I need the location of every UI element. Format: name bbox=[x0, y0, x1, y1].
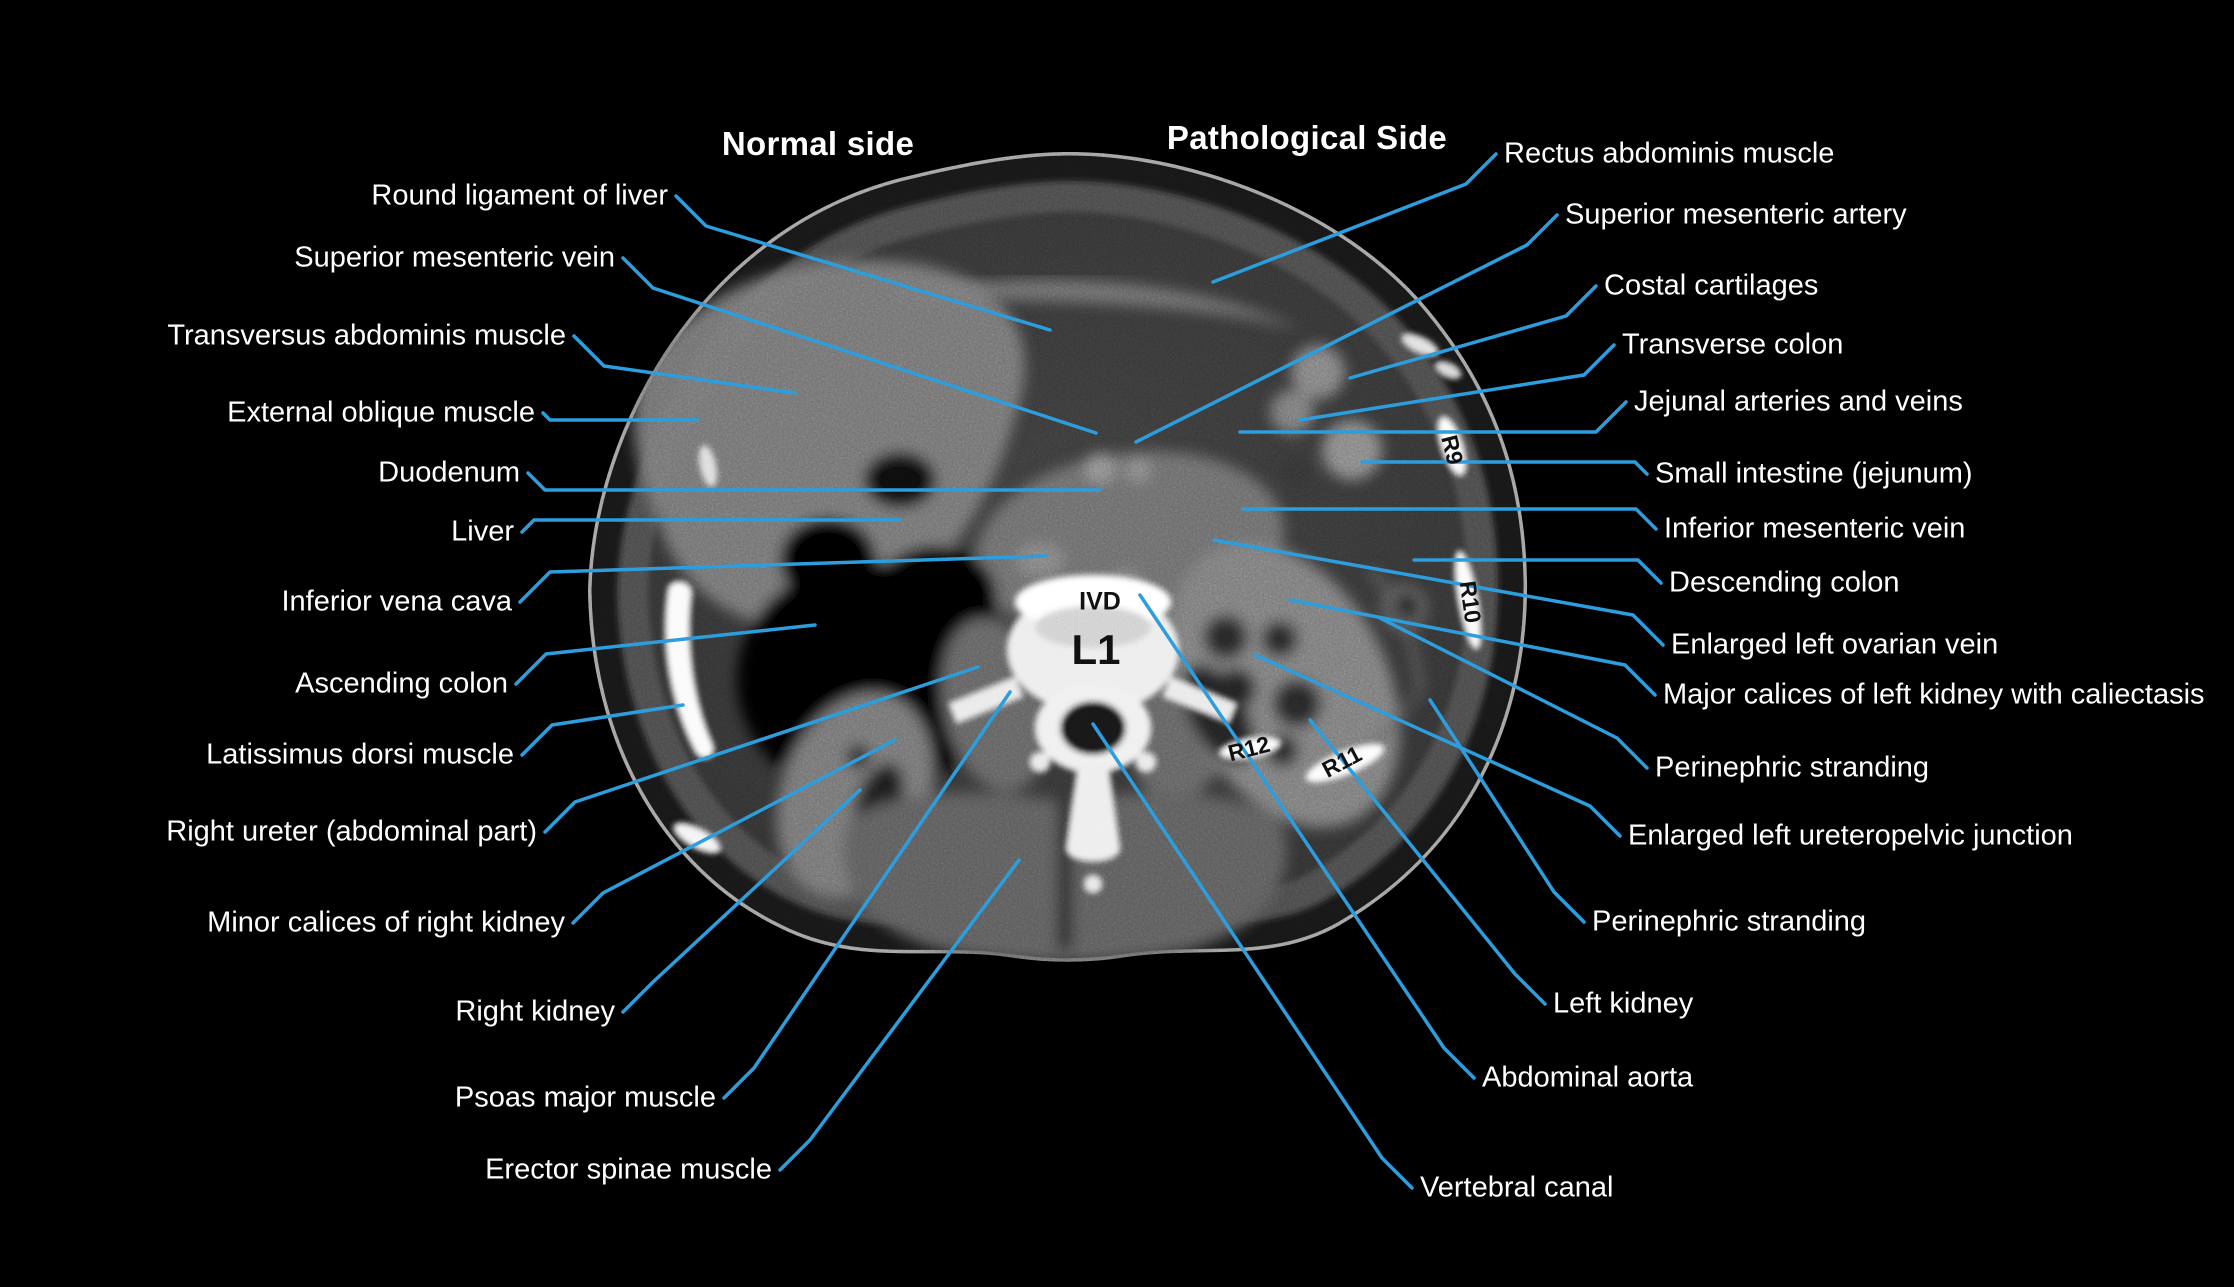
annotation-label: Enlarged left ovarian vein bbox=[1671, 628, 1999, 661]
leader-line bbox=[1134, 213, 1559, 444]
leader-line bbox=[722, 690, 1012, 1100]
annotation-label: Vertebral canal bbox=[1420, 1171, 1614, 1204]
annotation-label: Transversus abdominis muscle bbox=[167, 319, 566, 352]
annotation-label: Perinephric stranding bbox=[1655, 751, 1930, 784]
leader-line bbox=[621, 788, 862, 1014]
annotation-label: Left kidney bbox=[1553, 987, 1694, 1020]
leader-line bbox=[1212, 538, 1665, 647]
leader-line bbox=[572, 334, 797, 395]
annotation-label: Abdominal aorta bbox=[1482, 1061, 1694, 1094]
leader-line bbox=[621, 256, 1098, 435]
annotation-label: Liver bbox=[451, 515, 514, 548]
leader-line bbox=[1378, 616, 1649, 770]
leader-line bbox=[543, 665, 980, 834]
leader-line bbox=[1288, 598, 1657, 697]
annotation-label: Jejunal arteries and veins bbox=[1634, 385, 1963, 418]
leader-line bbox=[526, 471, 1102, 492]
annotation-label: Erector spinae muscle bbox=[485, 1153, 772, 1186]
leader-line bbox=[1253, 653, 1622, 838]
rib-label: R10 bbox=[1454, 579, 1487, 625]
annotation-label: Right kidney bbox=[455, 995, 615, 1028]
annotation-label: Minor calices of right kidney bbox=[207, 906, 565, 939]
annotation-label: Rectus abdominis muscle bbox=[1504, 137, 1835, 170]
leader-line bbox=[514, 623, 817, 686]
leader-line bbox=[518, 554, 1048, 604]
leader-line bbox=[541, 411, 700, 422]
annotation-label: Inferior mesenteric vein bbox=[1664, 512, 1966, 545]
leader-line bbox=[1138, 593, 1476, 1080]
annotation-label: Descending colon bbox=[1669, 566, 1900, 599]
header-normal-side: Normal side bbox=[721, 125, 915, 162]
annotation-label: Perinephric stranding bbox=[1592, 905, 1867, 938]
annotation-label: Superior mesenteric vein bbox=[294, 241, 615, 274]
annotation-label: Ascending colon bbox=[295, 667, 508, 700]
annotation-label: Transverse colon bbox=[1622, 328, 1844, 361]
annotation-label: Psoas major muscle bbox=[454, 1081, 716, 1114]
annotation-label: Costal cartilages bbox=[1604, 269, 1819, 302]
leader-line bbox=[1308, 718, 1547, 1006]
leader-line bbox=[1238, 400, 1628, 434]
annotation-label: Inferior vena cava bbox=[281, 585, 512, 618]
leader-line bbox=[1211, 152, 1498, 284]
leader-line bbox=[1412, 558, 1663, 585]
annotation-label: Small intestine (jejunum) bbox=[1655, 457, 1973, 490]
leader-line bbox=[1348, 284, 1598, 380]
annotation-label: Superior mesenteric artery bbox=[1565, 198, 1907, 231]
annotation-label: Right ureter (abdominal part) bbox=[166, 815, 537, 848]
annotation-label: External oblique muscle bbox=[227, 396, 535, 429]
leader-line bbox=[1298, 343, 1616, 422]
header-pathological-side: Pathological Side bbox=[1166, 119, 1448, 156]
annotation-label: Latissimus dorsi muscle bbox=[206, 738, 514, 771]
leader-line bbox=[778, 858, 1021, 1172]
leader-line bbox=[1428, 698, 1586, 924]
leader-line bbox=[571, 738, 897, 925]
annotation-label: Duodenum bbox=[378, 456, 520, 489]
annotation-label: Enlarged left ureteropelvic junction bbox=[1628, 819, 2073, 852]
leader-line bbox=[1091, 722, 1414, 1190]
annotation-label: Round ligament of liver bbox=[371, 179, 668, 212]
leader-line bbox=[520, 703, 685, 757]
leader-line bbox=[674, 194, 1052, 332]
ivd-label: IVD bbox=[1079, 587, 1121, 616]
leader-line bbox=[1360, 460, 1649, 476]
leader-line bbox=[520, 518, 902, 534]
annotation-label: Major calices of left kidney with caliec… bbox=[1663, 678, 2205, 711]
vertebra-l1-label: L1 bbox=[1071, 626, 1121, 673]
leader-line bbox=[1241, 507, 1658, 531]
